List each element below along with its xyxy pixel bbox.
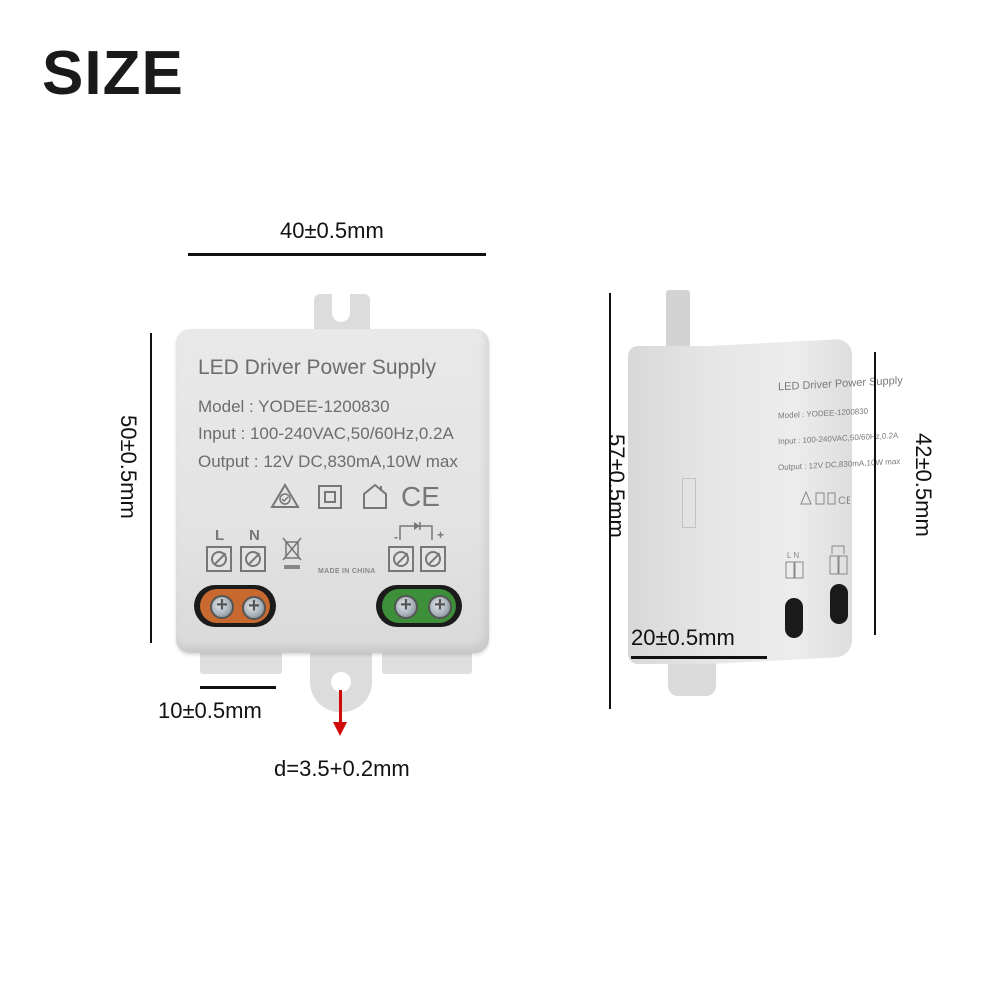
side-terminal-marks: L N [784, 542, 854, 589]
width-dimension-label: 40±0.5mm [280, 218, 384, 243]
total-height-dimension-line [609, 293, 611, 709]
mounting-tab-top-side [666, 290, 690, 352]
terminal-label-n: N [249, 527, 260, 544]
screw-icon [210, 594, 234, 619]
width-dimension-line [188, 253, 486, 256]
foot-width-dimension-label: 10±0.5mm [158, 698, 262, 723]
mounting-ear-side [668, 658, 716, 696]
side-terminal-opening [830, 584, 848, 624]
svg-text:L N: L N [787, 551, 799, 560]
depth-dimension-label: 20±0.5mm [631, 625, 735, 650]
driver-body-side [628, 346, 712, 664]
diode-symbol-icon [388, 520, 444, 547]
mounting-notch [332, 292, 350, 322]
screw-icon [428, 594, 452, 619]
label-output: Output : 12V DC,830mA,10W max [198, 452, 458, 471]
height-dimension-label: 50±0.5mm [116, 415, 141, 519]
svg-text:CE: CE [838, 495, 850, 507]
hole-arrow [339, 690, 342, 726]
output-terminal-block [376, 585, 462, 627]
total-height-dimension-label: 57±0.5mm [604, 434, 629, 538]
label-input: Input : 100-240VAC,50/60Hz,0.2A [198, 424, 454, 443]
side-cert-icons: CE [800, 488, 853, 515]
terminal-symbol-minus [388, 546, 414, 572]
hole-diameter-label: d=3.5+0.2mm [274, 756, 410, 781]
weee-bin-icon [281, 536, 303, 577]
terminal-label-l: L [215, 527, 225, 544]
terminal-label-plus: + [437, 528, 445, 542]
terminal-symbol-plus [420, 546, 446, 572]
label-model: Model : YODEE-1200830 [198, 397, 390, 416]
side-slot [682, 478, 696, 528]
ce-mark-icon: CE [401, 481, 440, 512]
page-title: SIZE [42, 39, 184, 108]
rcm-mark-icon [270, 483, 300, 514]
foot-width-dimension-line [200, 686, 276, 689]
depth-dimension-line [631, 656, 767, 659]
screw-icon [242, 595, 266, 620]
side-terminal-opening [785, 598, 803, 638]
mounting-hole [331, 672, 351, 692]
arrow-head-icon [333, 722, 347, 736]
input-terminal-block [194, 585, 276, 627]
double-insulation-icon [318, 485, 342, 514]
height-dimension-line [150, 333, 152, 643]
made-in-china-text: MADE IN CHINA [318, 568, 376, 575]
terminal-label-minus: - [394, 530, 398, 544]
terminal-symbol-n [240, 546, 266, 572]
screw-icon [394, 594, 418, 619]
body-height-dimension-label: 42±0.5mm [911, 433, 936, 537]
indoor-use-icon [361, 482, 389, 515]
terminal-symbol-l [206, 546, 232, 572]
body-height-dimension-line [874, 352, 876, 635]
label-title: LED Driver Power Supply [198, 356, 437, 379]
